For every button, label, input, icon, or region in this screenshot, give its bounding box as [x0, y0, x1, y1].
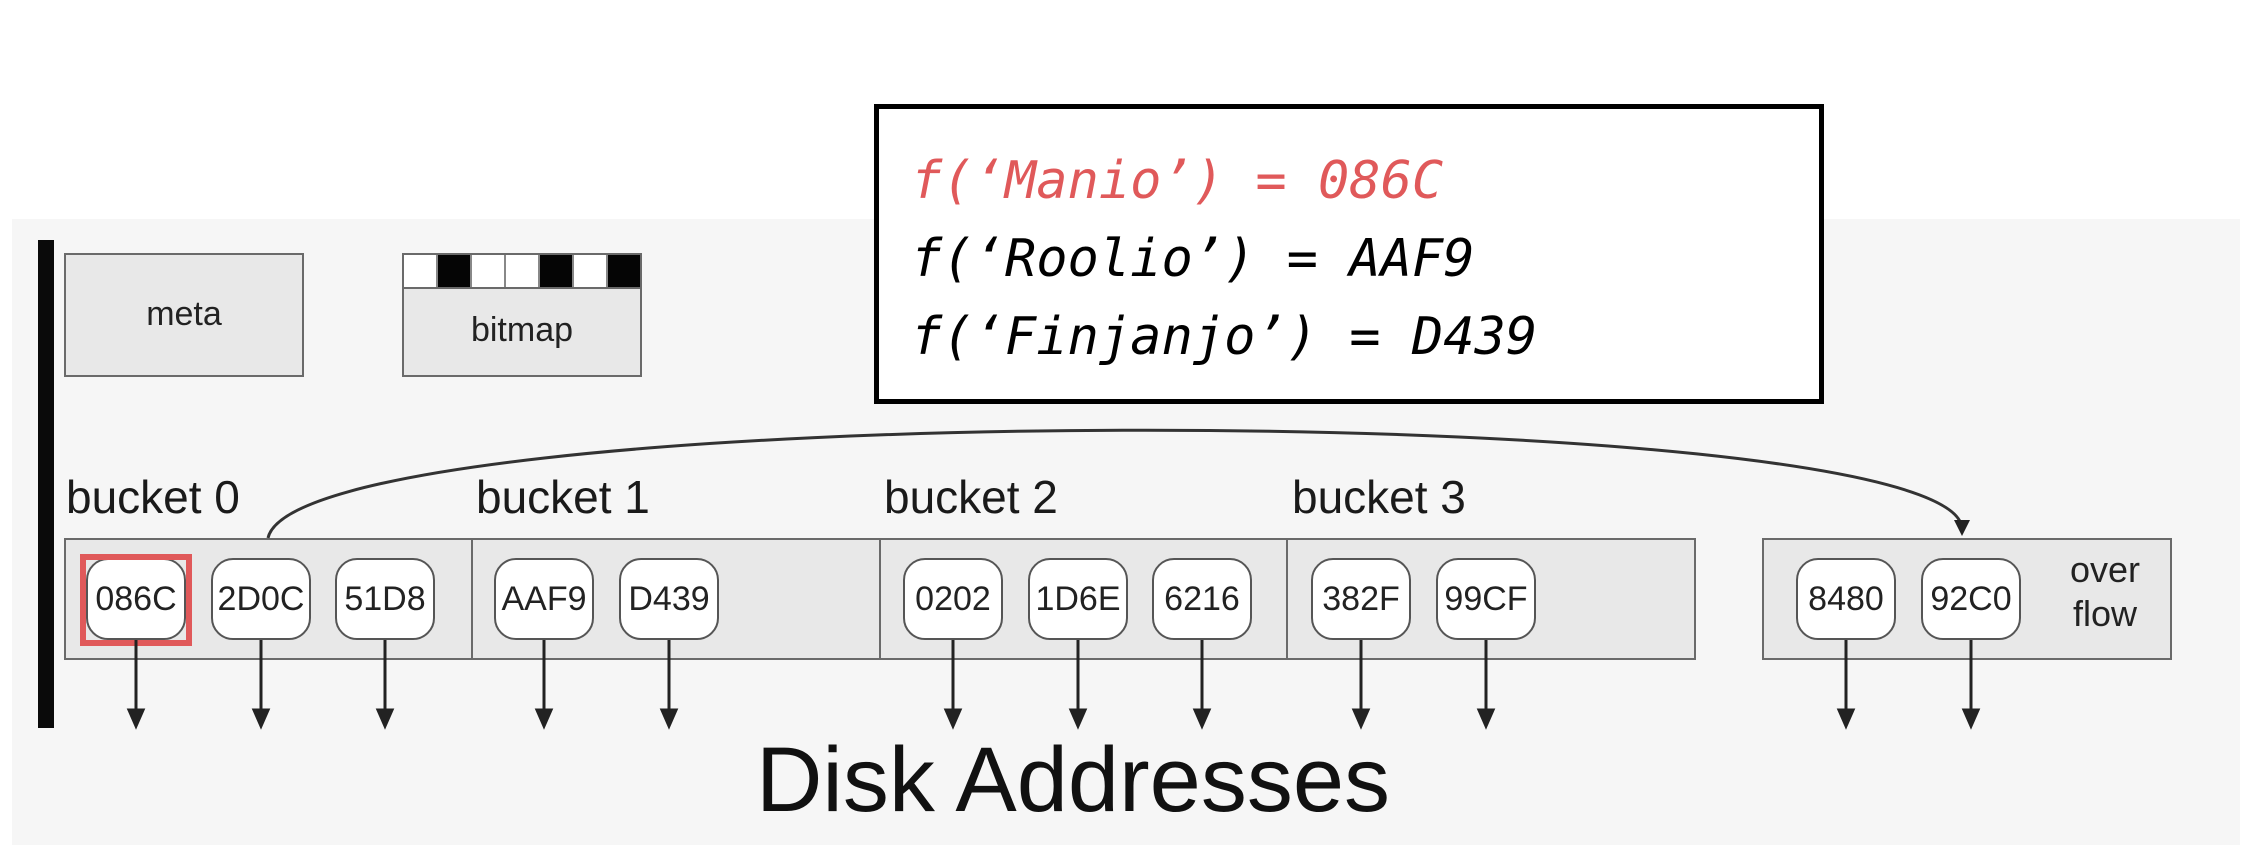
entry-086c: 086C: [86, 558, 186, 640]
entry-51d8: 51D8: [335, 558, 435, 640]
disk-pointer-arrowhead: [1961, 708, 1981, 730]
disk-pointer-arrowhead: [375, 708, 395, 730]
overflow-pointer-curve: [266, 428, 1964, 539]
hash-line: f(‘Roolio’) = AAF9: [911, 229, 1475, 289]
disk-pointer-arrowhead: [1476, 708, 1496, 730]
disk-pointer-arrowhead: [251, 708, 271, 730]
hash-line: f(‘Finjanjo’) = D439: [911, 307, 1538, 367]
bitmap-cell: [404, 255, 438, 287]
disk-pointer-arrowhead: [126, 708, 146, 730]
bucket-0-label: bucket 0: [66, 471, 240, 523]
bitmap-cell: [472, 255, 506, 287]
bucket-divider: [1286, 538, 1288, 660]
bitmap-cell: [540, 255, 574, 287]
bucket-2-label: bucket 2: [884, 471, 1058, 523]
entry-92c0: 92C0: [1921, 558, 2021, 640]
disk-pointer-arrowhead: [659, 708, 679, 730]
bucket-divider: [879, 538, 881, 660]
entry-aaf9: AAF9: [494, 558, 594, 640]
disk-pointer-arrowhead: [1192, 708, 1212, 730]
entry-0202: 0202: [903, 558, 1003, 640]
entry-382f: 382F: [1311, 558, 1411, 640]
disk-pointer-arrowhead: [534, 708, 554, 730]
caption: Disk Addresses: [755, 729, 1391, 831]
meta-block: meta: [64, 253, 304, 377]
bucket-1-label: bucket 1: [476, 471, 650, 523]
disk-pointer-arrowhead: [1068, 708, 1088, 730]
entry-d439: D439: [619, 558, 719, 640]
bitmap-cell: [574, 255, 608, 287]
bitmap-cell: [506, 255, 540, 287]
disk-pointer-arrowhead: [1351, 708, 1371, 730]
bitmap-cell: [438, 255, 472, 287]
overflow-label-line: flow: [2072, 593, 2138, 634]
entry-2d0c: 2D0C: [211, 558, 311, 640]
disk-pointer-arrowhead: [943, 708, 963, 730]
meta-label: meta: [146, 295, 222, 333]
disk-pointer-arrows: [126, 640, 1981, 730]
bitmap-cells: [404, 255, 640, 289]
hash-function-box: f(‘Manio’) = 086C f(‘Roolio’) = AAF9 f(‘…: [874, 104, 1824, 404]
bitmap-label: bitmap: [470, 311, 574, 349]
disk-pointer-arrowhead: [1836, 708, 1856, 730]
entry-8480: 8480: [1796, 558, 1896, 640]
overflow-pointer-arrowhead: [1954, 520, 1970, 536]
hash-line-highlighted: f(‘Manio’) = 086C: [911, 151, 1444, 211]
bucket-3-label: bucket 3: [1292, 471, 1466, 523]
bitmap-block: bitmap: [402, 253, 642, 377]
bitmap-cell: [608, 255, 640, 287]
entry-6216: 6216: [1152, 558, 1252, 640]
disk-start-bar: [38, 240, 54, 728]
bucket-divider: [471, 538, 473, 660]
entry-1d6e: 1D6E: [1028, 558, 1128, 640]
overflow-label-line: over: [2069, 549, 2141, 590]
entry-99cf: 99CF: [1436, 558, 1536, 640]
overflow-label: over flow: [2050, 548, 2160, 636]
